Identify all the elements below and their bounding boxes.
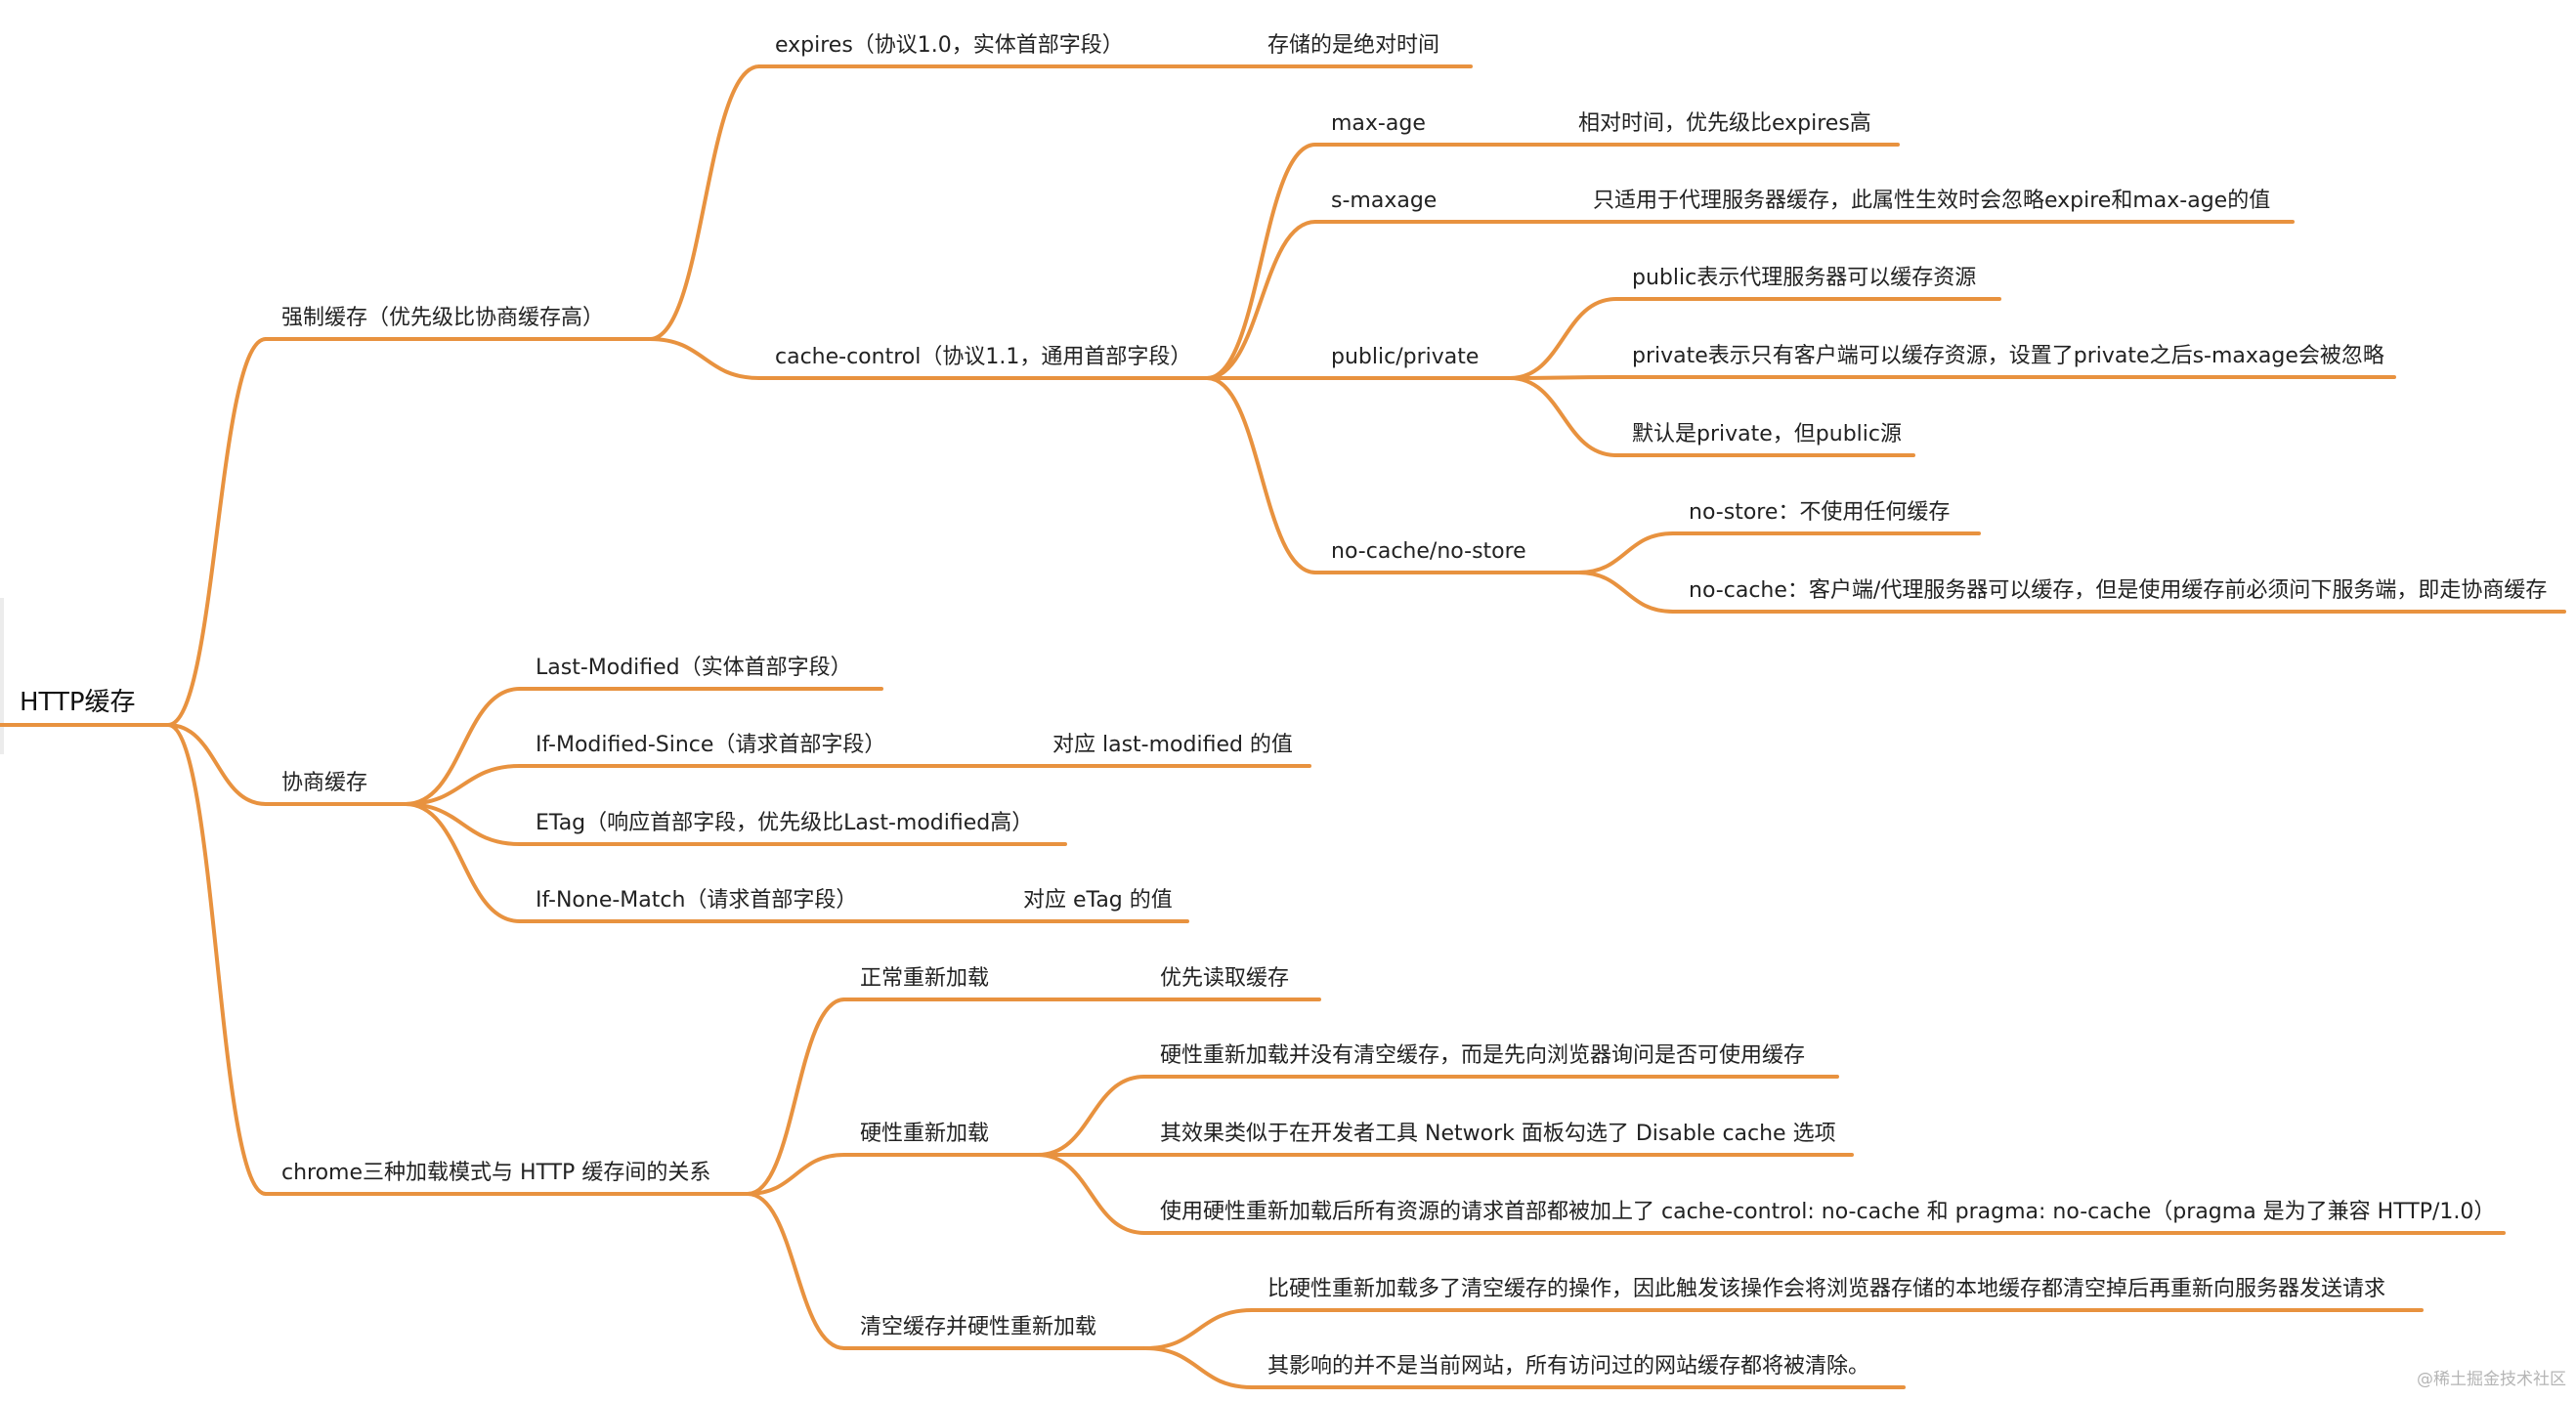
mindmap-node-hard_d3: 使用硬性重新加载后所有资源的请求首部都被加上了 cache-control: n… (1160, 1200, 2496, 1224)
mindmap-node-nocache_d: no-cache：客户端/代理服务器可以缓存，但是使用缓存前必须问下服务端，即走… (1689, 578, 2548, 603)
branch-to-hard_d1 (1036, 1075, 1146, 1157)
branch-to-lastmod (404, 687, 522, 806)
mindmap-node-hard_d1: 硬性重新加载并没有清空缓存，而是先向浏览器询问是否可使用缓存 (1160, 1043, 1806, 1068)
branch-to-nocache_d (1576, 571, 1675, 614)
mindmap-node-expires: expires（协议1.0，实体首部字段） (775, 33, 1124, 58)
mindmap-node-nocache: no-cache/no-store (1331, 539, 1526, 564)
branch-to-clear_d1 (1143, 1308, 1254, 1350)
root-edge-tab (0, 598, 4, 754)
mindmap-node-priv_d: private表示只有客户端可以缓存资源，设置了private之后s-maxag… (1632, 344, 2384, 368)
branch-to-hard (746, 1153, 846, 1196)
watermark: @稀土掘金技术社区 (2417, 1370, 2566, 1389)
mindmap-node-etag: ETag（响应首部字段，优先级比Last-modified高） (536, 811, 1034, 835)
mindmap-node-hard_d2: 其效果类似于在开发者工具 Network 面板勾选了 Disable cache… (1160, 1122, 1836, 1146)
mindmap-node-normal: 正常重新加载 (860, 966, 990, 991)
branch-to-etag (404, 802, 522, 846)
branch-to-nego (166, 723, 268, 806)
branch-to-ims (404, 764, 522, 806)
mindmap-node-clear_d1: 比硬性重新加载多了清空缓存的操作，因此触发该操作会将浏览器存储的本地缓存都清空掉… (1267, 1277, 2386, 1301)
branch-to-smaxage (1205, 220, 1317, 380)
mindmap-node-maxage_d: 相对时间，优先级比expires高 (1578, 111, 1871, 136)
mindmap-node-normal_d: 优先读取缓存 (1160, 966, 1290, 991)
mindmap-node-clear: 清空缓存并硬性重新加载 (860, 1315, 1097, 1339)
mindmap-node-expires_abs: 存储的是绝对时间 (1267, 33, 1440, 58)
mindmap-node-default_d: 默认是private，但public源 (1632, 422, 1902, 446)
branch-to-hard_d3 (1036, 1153, 1146, 1235)
mindmap-node-maxage: max-age (1331, 111, 1426, 136)
mindmap-node-nostore_d: no-store：不使用任何缓存 (1689, 500, 1951, 525)
mindmap-node-ims_d: 对应 last-modified 的值 (1052, 733, 1293, 757)
branch-to-clear (746, 1192, 846, 1350)
mindmap-node-lastmod: Last-Modified（实体首部字段） (536, 656, 852, 680)
branch-to-chrome (166, 723, 268, 1196)
branch-to-expires (648, 64, 761, 341)
mindmap-node-inm: If-None-Match（请求首部字段） (536, 888, 858, 913)
branch-to-cc (648, 337, 761, 380)
mindmap-root-label: HTTP缓存 (20, 688, 136, 717)
mindmap-node-strong: 强制缓存（优先级比协商缓存高） (281, 306, 605, 330)
mindmap-node-hard: 硬性重新加载 (860, 1122, 990, 1146)
branch-to-default_d (1508, 376, 1618, 457)
branch-to-maxage (1205, 143, 1317, 380)
branch-to-clear_d2 (1143, 1346, 1254, 1389)
mindmap-node-inm_d: 对应 eTag 的值 (1023, 888, 1173, 913)
branch-to-strong (166, 337, 268, 727)
mindmap-node-chrome: chrome三种加载模式与 HTTP 缓存间的关系 (281, 1161, 711, 1185)
branch-to-nostore_d (1576, 531, 1675, 574)
branch-to-nocache (1205, 376, 1317, 574)
branch-to-pub_d (1508, 297, 1618, 380)
mindmap-node-ims: If-Modified-Since（请求首部字段） (536, 733, 886, 757)
mindmap-node-nego: 协商缓存 (281, 771, 368, 795)
branch-to-inm (404, 802, 522, 923)
branch-to-priv_d (1508, 375, 1618, 380)
mindmap-node-smaxage_d: 只适用于代理服务器缓存，此属性生效时会忽略expire和max-age的值 (1593, 189, 2271, 213)
mindmap-node-cc: cache-control（协议1.1，通用首部字段） (775, 345, 1192, 369)
mindmap-node-pubpriv: public/private (1331, 345, 1480, 369)
branch-to-normal (746, 998, 846, 1196)
mindmap-node-smaxage: s-maxage (1331, 189, 1438, 213)
mindmap-node-clear_d2: 其影响的并不是当前网站，所有访问过的网站缓存都将被清除。 (1267, 1354, 1870, 1379)
mindmap-node-pub_d: public表示代理服务器可以缓存资源 (1632, 266, 1977, 290)
